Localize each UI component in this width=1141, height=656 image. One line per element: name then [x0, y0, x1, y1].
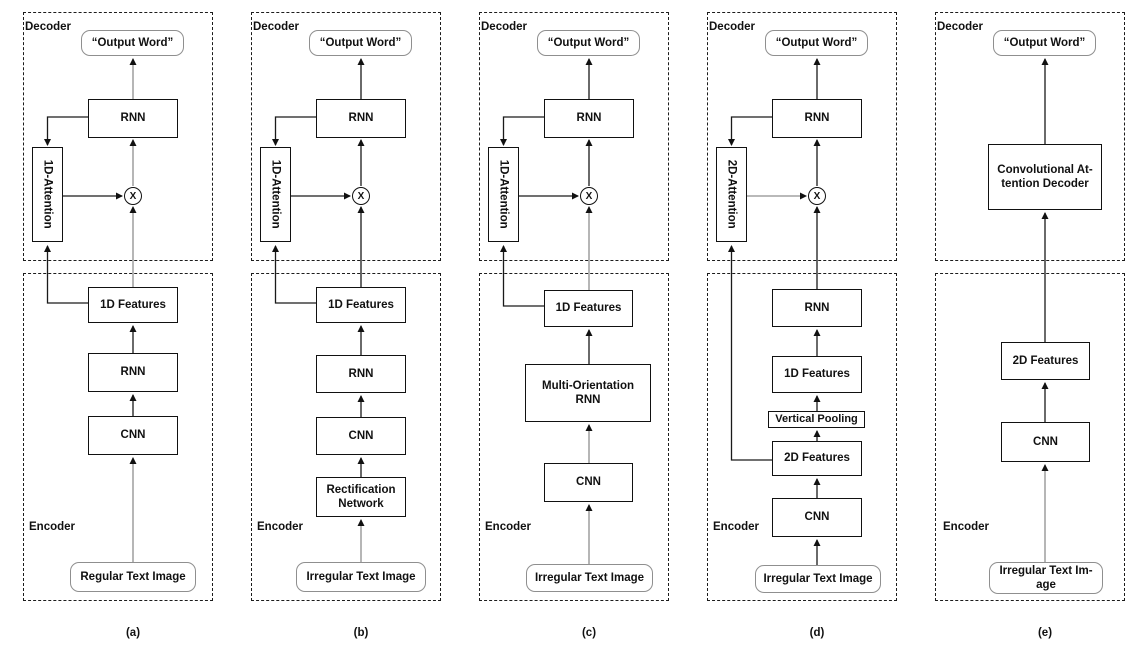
decoder-region [707, 12, 897, 261]
decoder-rnn-box: RNN [88, 99, 178, 138]
attention-box: 2D-Attention [716, 147, 747, 242]
multi-orientation-rnn-box: Multi-Orientation RNN [525, 364, 651, 422]
features-1d-box: 1D Features [316, 287, 406, 323]
cnn-box: CNN [88, 416, 178, 455]
multiply-node: X [352, 187, 370, 205]
encoder-region [23, 273, 213, 601]
attention-label: 1D-Attention [269, 160, 282, 229]
encoder-region [251, 273, 441, 601]
decoder-label: Decoder [709, 21, 756, 33]
input-image-box: Regular Text Image [70, 562, 196, 592]
decoder-rnn-box: RNN [316, 99, 406, 138]
decoder-label: Decoder [481, 21, 528, 33]
multiply-node: X [124, 187, 142, 205]
cnn-box: CNN [544, 463, 633, 502]
attention-box: 1D-Attention [32, 147, 63, 242]
panel-caption: (a) [125, 627, 141, 639]
encoder-rnn-box: RNN [316, 355, 406, 393]
input-image-box: Irregular Text Im- age [989, 562, 1103, 594]
features-1d-box: 1D Features [88, 287, 178, 323]
output-word-box: “Output Word” [537, 30, 640, 56]
attention-box: 1D-Attention [260, 147, 291, 242]
encoder-region [707, 273, 897, 601]
decoder-label: Decoder [937, 21, 984, 33]
panel-c: Decoder “Output Word” RNN 1D-Attention X… [456, 0, 684, 656]
cnn-box: CNN [772, 498, 862, 537]
attention-box: 1D-Attention [488, 147, 519, 242]
conv-attention-decoder-box: Convolutional At- tention Decoder [988, 144, 1102, 210]
encoder-rnn-box: RNN [772, 289, 862, 327]
multiply-node: X [808, 187, 826, 205]
features-2d-box: 2D Features [772, 441, 862, 476]
input-image-box: Irregular Text Image [526, 564, 653, 592]
attention-label: 1D-Attention [41, 160, 54, 229]
cnn-box: CNN [1001, 422, 1090, 462]
encoder-label: Encoder [713, 521, 760, 533]
panel-e: Decoder “Output Word” Convolutional At- … [912, 0, 1140, 656]
panel-d: Decoder “Output Word” RNN 2D-Attention X… [684, 0, 912, 656]
decoder-label: Decoder [25, 21, 72, 33]
decoder-region [935, 12, 1125, 261]
encoder-rnn-box: RNN [88, 353, 178, 392]
panel-b: Decoder “Output Word” RNN 1D-Attention X… [228, 0, 456, 656]
features-1d-box: 1D Features [772, 356, 862, 393]
input-image-box: Irregular Text Image [755, 565, 881, 593]
encoder-region [935, 273, 1125, 601]
output-word-box: “Output Word” [81, 30, 184, 56]
encoder-label: Encoder [257, 521, 304, 533]
output-word-box: “Output Word” [993, 30, 1096, 56]
panel-caption: (d) [809, 627, 825, 639]
panel-caption: (c) [581, 627, 597, 639]
multiply-node: X [580, 187, 598, 205]
encoder-label: Encoder [485, 521, 532, 533]
decoder-region [23, 12, 213, 261]
encoder-label: Encoder [29, 521, 76, 533]
cnn-box: CNN [316, 417, 406, 455]
features-2d-box: 2D Features [1001, 342, 1090, 380]
decoder-rnn-box: RNN [544, 99, 634, 138]
attention-label: 2D-Attention [725, 160, 738, 229]
encoder-region [479, 273, 669, 601]
output-word-box: “Output Word” [309, 30, 412, 56]
input-image-box: Irregular Text Image [296, 562, 426, 592]
panel-caption: (b) [353, 627, 369, 639]
panel-a: Decoder “Output Word” RNN 1D-Attention X… [0, 0, 228, 656]
output-word-box: “Output Word” [765, 30, 868, 56]
decoder-rnn-box: RNN [772, 99, 862, 138]
features-1d-box: 1D Features [544, 290, 633, 327]
decoder-label: Decoder [253, 21, 300, 33]
vertical-pooling-box: Vertical Pooling [768, 411, 865, 428]
encoder-label: Encoder [943, 521, 990, 533]
panel-caption: (e) [1037, 627, 1053, 639]
decoder-region [251, 12, 441, 261]
decoder-region [479, 12, 669, 261]
rectification-network-box: Rectification Network [316, 477, 406, 517]
attention-label: 1D-Attention [497, 160, 510, 229]
